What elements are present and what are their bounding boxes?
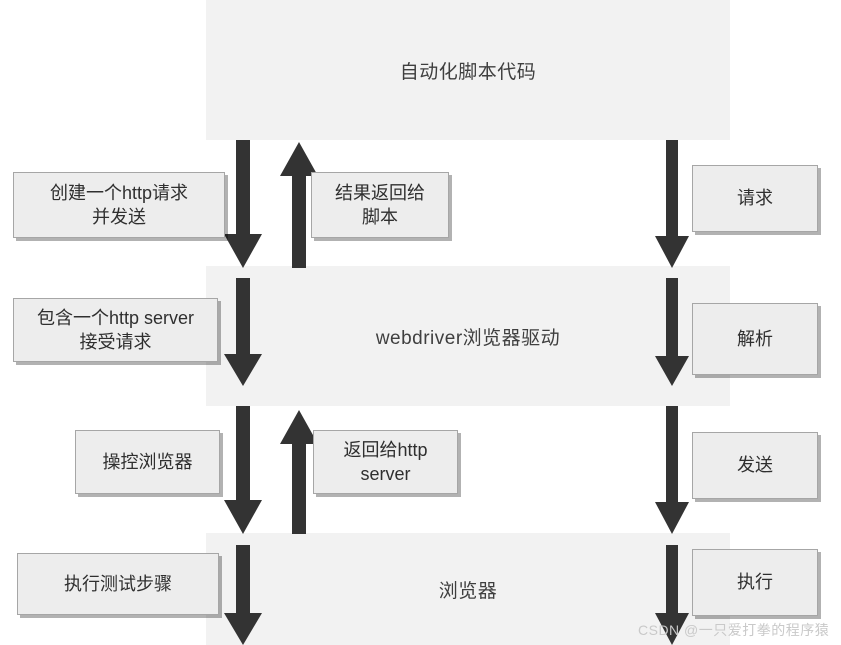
box-send[interactable]: 发送 xyxy=(692,432,818,499)
up-arrow-left-2 xyxy=(280,410,318,534)
box-request[interactable]: 请求 xyxy=(692,165,818,232)
box-return-to-http-server-label: 返回给http server xyxy=(343,439,428,484)
box-execute-label: 执行 xyxy=(737,572,773,593)
box-control-browser-label: 操控浏览器 xyxy=(102,451,193,472)
down-arrow-left-4 xyxy=(224,545,262,645)
down-arrow-left-3 xyxy=(224,406,262,534)
down-arrow-left-2 xyxy=(224,278,262,386)
box-execute-test-steps[interactable]: 执行测试步骤 xyxy=(17,553,219,615)
down-arrow-right-2 xyxy=(655,278,689,386)
box-result-return-to-script-label: 结果返回给 脚本 xyxy=(335,182,425,227)
box-control-browser[interactable]: 操控浏览器 xyxy=(75,430,220,494)
box-execute[interactable]: 执行 xyxy=(692,549,818,616)
lane-label-automation-script: 自动化脚本代码 xyxy=(399,61,537,83)
box-return-to-http-server[interactable]: 返回给http server xyxy=(313,430,458,494)
down-arrow-right-1 xyxy=(655,140,689,268)
csdn-watermark: CSDN @一只爱打拳的程序猿 xyxy=(638,622,830,638)
box-parse-label: 解析 xyxy=(737,328,773,349)
box-request-label: 请求 xyxy=(737,188,773,209)
lane-browser: 浏览器 xyxy=(206,533,730,645)
lane-webdriver: webdriver浏览器驱动 xyxy=(206,266,730,406)
down-arrow-right-3 xyxy=(655,406,689,534)
down-arrow-left-1 xyxy=(224,140,262,268)
box-execute-test-steps-label: 执行测试步骤 xyxy=(64,573,172,594)
lane-automation-script: 自动化脚本代码 xyxy=(206,0,730,140)
lane-label-webdriver: webdriver浏览器驱动 xyxy=(375,327,561,349)
box-contains-http-server-label: 包含一个http server 接受请求 xyxy=(36,307,195,352)
up-arrow-left-1 xyxy=(280,142,318,268)
lane-label-browser: 浏览器 xyxy=(438,580,498,602)
box-contains-http-server[interactable]: 包含一个http server 接受请求 xyxy=(13,298,218,362)
box-create-http-request[interactable]: 创建一个http请求 并发送 xyxy=(13,172,225,238)
box-create-http-request-label: 创建一个http请求 并发送 xyxy=(49,182,189,227)
box-send-label: 发送 xyxy=(737,455,773,476)
box-result-return-to-script[interactable]: 结果返回给 脚本 xyxy=(311,172,449,238)
box-parse[interactable]: 解析 xyxy=(692,303,818,375)
down-arrow-right-4 xyxy=(655,545,689,645)
